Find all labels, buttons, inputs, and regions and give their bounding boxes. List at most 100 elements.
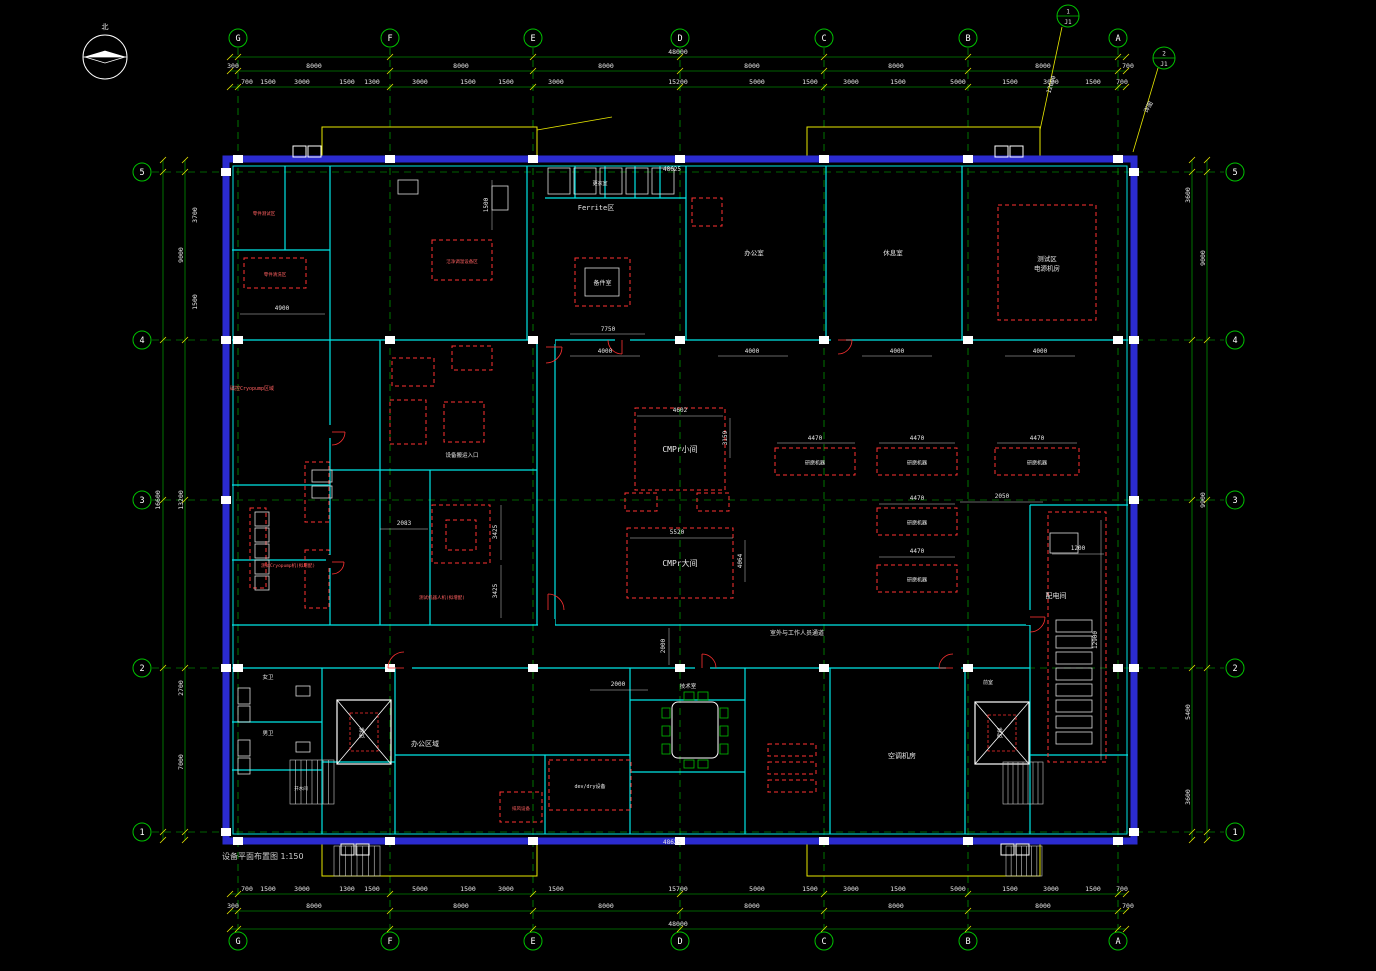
dim-text: 5000 bbox=[412, 885, 428, 893]
dim-tick bbox=[1188, 156, 1196, 164]
interior-dim-text: 48625 bbox=[663, 839, 681, 846]
dim-tick bbox=[529, 925, 537, 933]
equipment-box bbox=[389, 399, 427, 445]
column-marker bbox=[1129, 664, 1139, 672]
dim-tick bbox=[1203, 664, 1211, 672]
door-gap bbox=[615, 336, 630, 344]
interior-dim-text-rotated: 12900 bbox=[1092, 631, 1099, 649]
equipment-box bbox=[767, 743, 817, 757]
dim-tick bbox=[820, 53, 828, 61]
axis-bubble bbox=[1225, 490, 1245, 510]
dim-text: 1500 bbox=[1085, 78, 1101, 86]
dim-text: 1500 bbox=[460, 78, 476, 86]
dim-tick bbox=[964, 83, 972, 91]
axis-bubble-label: D bbox=[677, 34, 682, 44]
column-marker bbox=[819, 155, 829, 163]
dim-tick bbox=[1203, 496, 1211, 504]
axis-bubble-label: 5 bbox=[139, 168, 144, 178]
dim-tick bbox=[529, 907, 537, 915]
axis-bubble-label: 3 bbox=[139, 496, 144, 506]
dim-tick bbox=[1203, 168, 1211, 176]
axis-bubble bbox=[1225, 658, 1245, 678]
equipment-box bbox=[696, 492, 730, 512]
bench bbox=[1055, 699, 1093, 713]
bench bbox=[599, 167, 623, 195]
dim-text: 1500 bbox=[1002, 78, 1018, 86]
equipment-label: 排风设备 bbox=[512, 805, 530, 812]
axis-bubble bbox=[132, 658, 152, 678]
door-swing-arc bbox=[545, 346, 563, 364]
dim-tick bbox=[159, 836, 167, 844]
equipment-box bbox=[767, 761, 817, 775]
interior-dim-text: 4000 bbox=[598, 348, 613, 355]
dim-tick bbox=[529, 83, 537, 91]
dim-tick bbox=[676, 890, 684, 898]
door-gap bbox=[946, 663, 961, 672]
door-gap bbox=[396, 663, 412, 672]
north-arrow: 北 bbox=[82, 23, 128, 80]
interior-dim-text-rotated: 1500 bbox=[483, 197, 490, 212]
dim-text: 700 bbox=[1116, 885, 1128, 893]
dim-tick bbox=[820, 925, 828, 933]
bench bbox=[625, 167, 649, 195]
door-swing-arc bbox=[701, 653, 717, 669]
room-label: 休息室 bbox=[883, 248, 903, 257]
chair bbox=[719, 743, 729, 755]
column-marker bbox=[385, 155, 395, 163]
dim-text: 1500 bbox=[460, 885, 476, 893]
equipment-label: 测试区 bbox=[1037, 254, 1057, 263]
column-marker bbox=[528, 664, 538, 672]
dim-text-rotated: 7000 bbox=[177, 754, 185, 770]
axis-bubble bbox=[380, 28, 400, 48]
dim-text-rotated: 13200 bbox=[177, 490, 185, 510]
dim-tick bbox=[1203, 828, 1211, 836]
dim-text: 1500 bbox=[260, 78, 276, 86]
bench bbox=[237, 687, 251, 705]
bench bbox=[254, 575, 270, 591]
bench bbox=[254, 559, 270, 575]
dim-tick bbox=[1203, 156, 1211, 164]
axis-bubble-label: D bbox=[677, 937, 682, 947]
column-marker bbox=[675, 837, 685, 845]
dim-tick bbox=[234, 890, 242, 898]
leader-line bbox=[1132, 67, 1159, 153]
dim-tick bbox=[234, 67, 242, 75]
exterior-door bbox=[292, 145, 307, 158]
dim-text: 1500 bbox=[339, 78, 355, 86]
door-swing-arc bbox=[331, 561, 345, 575]
dim-tick bbox=[1114, 83, 1122, 91]
bench bbox=[651, 167, 675, 195]
dim-tick bbox=[964, 925, 972, 933]
equipment-box bbox=[574, 257, 631, 307]
column-marker bbox=[675, 336, 685, 344]
dim-tick bbox=[820, 890, 828, 898]
dim-text: 8000 bbox=[598, 62, 614, 70]
door-swing-arc bbox=[607, 339, 623, 355]
dim-text: 3000 bbox=[843, 78, 859, 86]
dim-text: 3000 bbox=[498, 885, 514, 893]
dim-tick bbox=[226, 83, 234, 91]
interior-dim-text: 5520 bbox=[670, 529, 685, 536]
dim-text: 1500 bbox=[802, 78, 818, 86]
axis-bubble bbox=[132, 490, 152, 510]
room-label: 货梯 bbox=[358, 727, 366, 739]
north-label: 北 bbox=[102, 23, 109, 31]
equipment-label: 研磨机器 bbox=[907, 577, 927, 584]
dim-tick bbox=[234, 907, 242, 915]
dim-text: 1500 bbox=[890, 78, 906, 86]
dim-text: 1500 bbox=[498, 78, 514, 86]
bench bbox=[237, 705, 251, 723]
dim-tick bbox=[181, 836, 189, 844]
room-label: 办公区域 bbox=[411, 739, 439, 748]
axis-bubble-label: F bbox=[387, 34, 392, 44]
dim-tick bbox=[226, 925, 234, 933]
equipment-box bbox=[499, 791, 543, 823]
elevators bbox=[336, 699, 1030, 765]
bench bbox=[1049, 532, 1079, 554]
bench bbox=[295, 685, 311, 697]
dim-tick bbox=[1188, 828, 1196, 836]
axis-bubble-label: B bbox=[965, 937, 970, 947]
